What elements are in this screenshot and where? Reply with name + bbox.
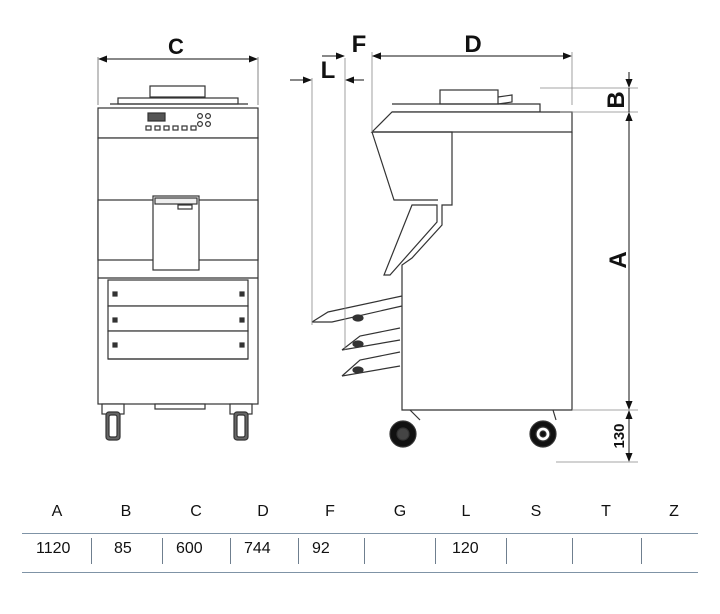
header-a: A: [51, 503, 63, 520]
side-wheel-front: [389, 420, 417, 448]
dimension-label-130: 130: [611, 423, 628, 448]
dimension-label-d: D: [464, 31, 481, 58]
side-trays: [311, 295, 403, 377]
header-t: T: [601, 503, 611, 520]
value-d: 744: [244, 540, 271, 557]
dimension-b: B: [603, 72, 633, 128]
cell-separator: [435, 538, 436, 564]
header-d: D: [257, 503, 269, 520]
cell-separator: [230, 538, 231, 564]
header-b: B: [120, 503, 132, 520]
side-wheel-rear: [529, 420, 557, 448]
dispensing-chute: [152, 195, 200, 271]
dimension-d: D: [372, 31, 572, 60]
control-panel-display: [147, 112, 166, 122]
dimension-l: L: [290, 57, 364, 84]
value-l: 120: [452, 540, 479, 557]
cell-separator: [641, 538, 642, 564]
header-z: Z: [669, 503, 679, 520]
value-f: 92: [312, 540, 330, 557]
front-caster-left: [101, 403, 125, 441]
control-buttons: [145, 112, 212, 131]
dimension-label-l: L: [321, 57, 336, 84]
dimension-a: A: [605, 112, 633, 410]
cell-separator: [162, 538, 163, 564]
front-view: [97, 85, 259, 441]
dimension-label-a: A: [605, 251, 632, 268]
machine-technical-drawing: C: [97, 31, 638, 463]
dimension-label-c: C: [168, 34, 184, 59]
dimension-wheel-height: 130: [611, 410, 633, 462]
value-b: 85: [114, 540, 132, 557]
cell-separator: [364, 538, 365, 564]
cell-separator: [506, 538, 507, 564]
header-s: S: [530, 503, 542, 520]
header-f: F: [325, 503, 335, 520]
dimension-label-b: B: [603, 91, 630, 108]
dimension-label-f: F: [352, 31, 367, 58]
front-drawers: [98, 277, 258, 360]
cell-separator: [91, 538, 92, 564]
header-l: L: [461, 503, 471, 520]
cell-separator: [298, 538, 299, 564]
header-g: G: [393, 503, 407, 520]
side-view: [311, 89, 573, 448]
header-c: C: [190, 503, 202, 520]
table-top-rule: [22, 533, 698, 534]
dimension-f: F: [322, 31, 392, 60]
front-caster-right: [229, 403, 253, 441]
cell-separator: [572, 538, 573, 564]
table-bottom-rule: [22, 572, 698, 573]
value-c: 600: [176, 540, 203, 557]
value-a: 1120: [36, 540, 71, 557]
dimension-c: C: [97, 34, 259, 105]
